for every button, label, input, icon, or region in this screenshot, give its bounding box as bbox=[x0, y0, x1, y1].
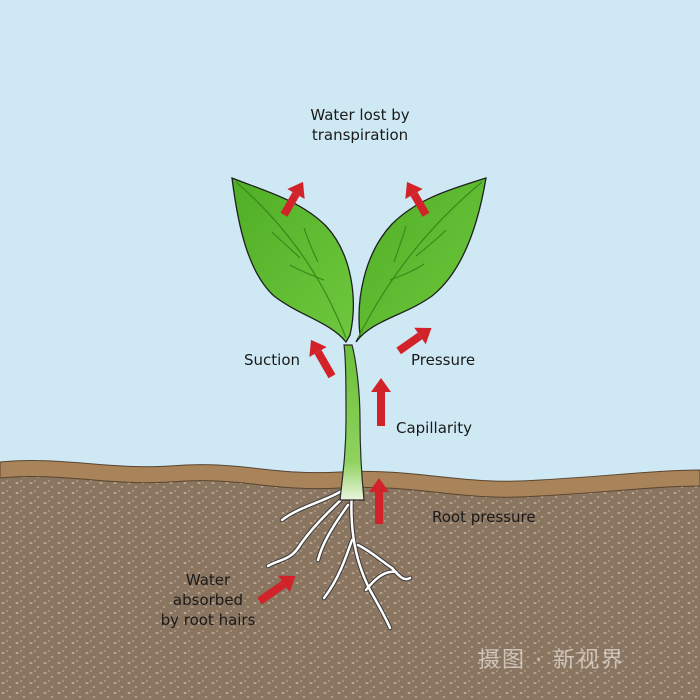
arrows bbox=[257, 181, 432, 605]
label-suction: Suction bbox=[244, 351, 301, 369]
arrow-root-pressure bbox=[369, 478, 389, 524]
arrow-absorbed bbox=[257, 575, 296, 605]
label-transpiration-line2: transpiration bbox=[311, 126, 409, 144]
label-absorbed-line3: by root hairs bbox=[160, 611, 256, 629]
leaf-left-veins bbox=[235, 181, 347, 339]
label-absorbed-line1: Water bbox=[185, 571, 231, 589]
label-absorbed: Water absorbed by root hairs bbox=[148, 570, 268, 630]
label-transpiration: Water lost by transpiration bbox=[290, 105, 430, 145]
arrow-pressure bbox=[396, 327, 432, 355]
soil bbox=[0, 460, 700, 700]
label-root-pressure: Root pressure bbox=[432, 508, 536, 526]
stem bbox=[339, 344, 365, 501]
arrow-transpiration-left bbox=[280, 181, 305, 217]
leaf-right-veins bbox=[357, 181, 483, 339]
watermark: 摄图 · 新视界 bbox=[478, 648, 625, 673]
label-absorbed-line2: absorbed bbox=[172, 591, 244, 609]
label-capillarity: Capillarity bbox=[396, 419, 472, 437]
label-pressure: Pressure bbox=[411, 351, 476, 369]
arrow-capillarity bbox=[371, 378, 391, 426]
leaf-left bbox=[231, 176, 354, 344]
arrow-transpiration-right bbox=[405, 181, 430, 217]
leaf-right bbox=[355, 177, 487, 343]
arrow-suction bbox=[309, 339, 336, 379]
label-transpiration-line1: Water lost by bbox=[310, 106, 410, 124]
